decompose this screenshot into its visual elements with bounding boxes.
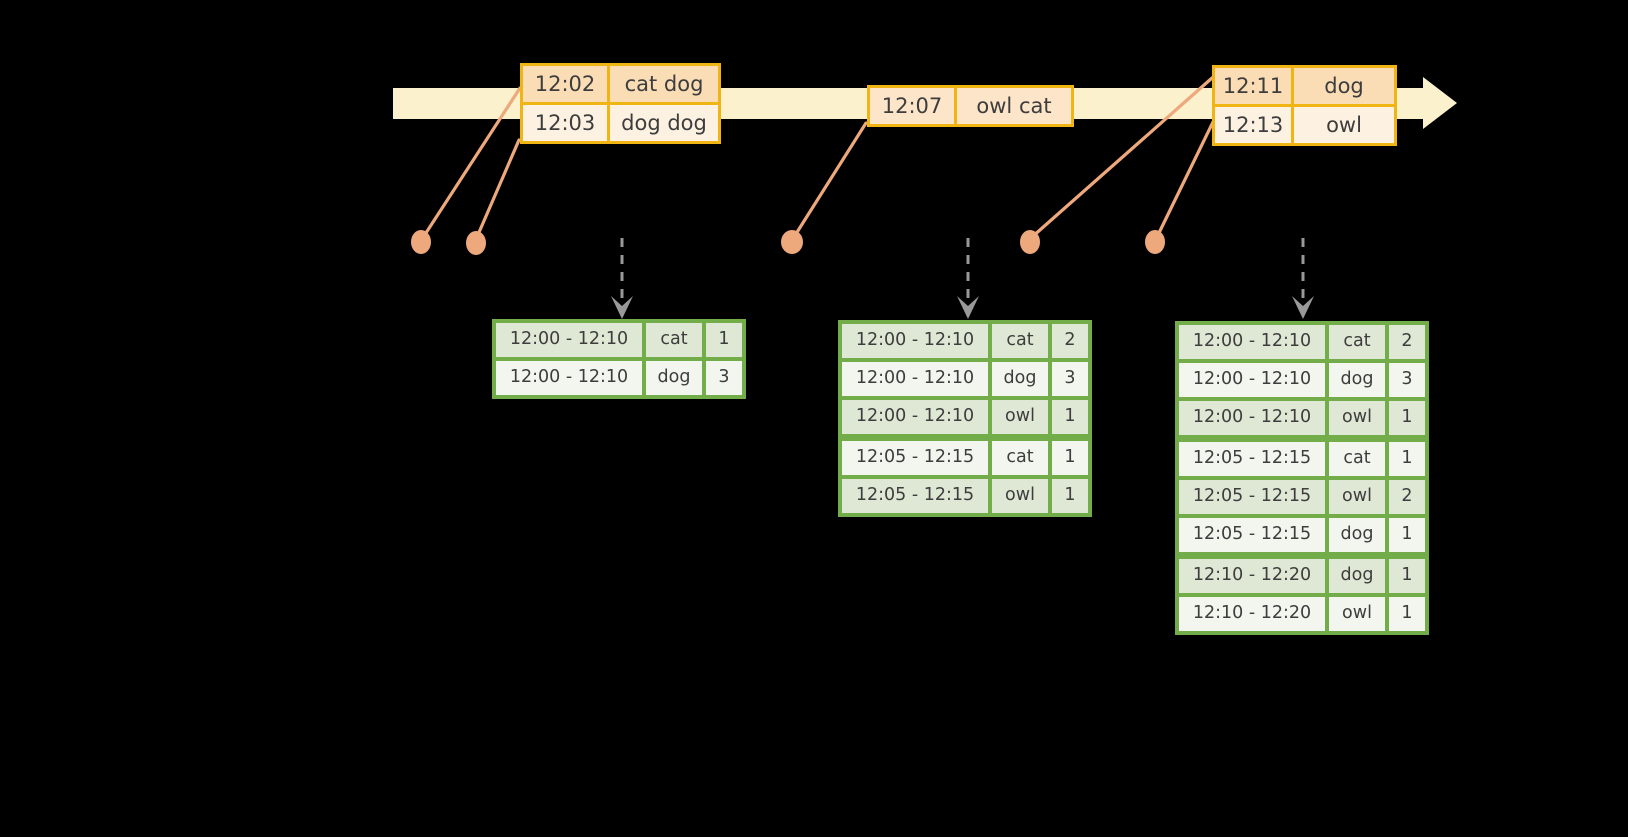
window-cell: 12:00 - 12:10 bbox=[842, 362, 988, 396]
window-cell: 12:10 - 12:20 bbox=[1179, 559, 1325, 593]
connector-line bbox=[475, 138, 521, 239]
connector-line bbox=[1030, 76, 1214, 239]
window-cell: 12:00 - 12:10 bbox=[1179, 401, 1325, 435]
window-cell: 12:05 - 12:15 bbox=[1179, 518, 1325, 552]
trigger-arrow-head-icon bbox=[1292, 296, 1314, 319]
event-dot bbox=[411, 230, 431, 254]
window-cell: 12:05 - 12:15 bbox=[842, 441, 988, 475]
count-cell: 3 bbox=[1389, 363, 1425, 397]
word-cell: cat bbox=[992, 441, 1048, 475]
result-row: 12:05 - 12:15 owl 1 bbox=[842, 479, 1088, 513]
result-table-3: 12:00 - 12:10 cat 2 12:00 - 12:10 dog 3 … bbox=[1175, 321, 1429, 635]
window-cell: 12:00 - 12:10 bbox=[496, 323, 642, 357]
event-row: 12:02 cat dog bbox=[523, 66, 718, 102]
count-cell: 1 bbox=[1052, 441, 1088, 475]
word-cell: cat bbox=[992, 324, 1048, 358]
event-dots bbox=[411, 230, 1165, 255]
window-cell: 12:05 - 12:15 bbox=[842, 479, 988, 513]
word-cell: dog bbox=[1329, 363, 1385, 397]
event-row: 12:11 dog bbox=[1215, 68, 1394, 104]
window-cell: 12:10 - 12:20 bbox=[1179, 597, 1325, 631]
event-table-1: 12:02 cat dog 12:03 dog dog bbox=[520, 63, 721, 144]
count-cell: 1 bbox=[1389, 559, 1425, 593]
count-cell: 2 bbox=[1389, 325, 1425, 359]
event-table-3: 12:11 dog 12:13 owl bbox=[1212, 65, 1397, 146]
result-row: 12:00 - 12:10 dog 3 bbox=[496, 361, 742, 395]
trigger-arrow-heads bbox=[611, 296, 1314, 319]
count-cell: 1 bbox=[1389, 518, 1425, 552]
word-cell: cat bbox=[646, 323, 702, 357]
word-cell: owl bbox=[992, 400, 1048, 434]
word-cell: dog bbox=[1329, 518, 1385, 552]
result-table-2: 12:00 - 12:10 cat 2 12:00 - 12:10 dog 3 … bbox=[838, 320, 1092, 517]
event-row: 12:13 owl bbox=[1215, 107, 1394, 143]
result-row: 12:00 - 12:10 cat 2 bbox=[842, 324, 1088, 358]
timeline-arrow-head-icon bbox=[1423, 77, 1457, 129]
trigger-arrows bbox=[620, 238, 1305, 300]
word-cell: cat bbox=[1329, 325, 1385, 359]
count-cell: 1 bbox=[1052, 479, 1088, 513]
result-row: 12:00 - 12:10 dog 3 bbox=[842, 362, 1088, 396]
event-dot bbox=[781, 230, 803, 254]
word-cell: dog bbox=[1329, 559, 1385, 593]
event-words: cat dog bbox=[610, 66, 718, 102]
event-words: owl cat bbox=[957, 88, 1071, 124]
event-dot bbox=[1020, 230, 1040, 254]
connector-lines bbox=[422, 76, 1215, 239]
count-cell: 2 bbox=[1389, 480, 1425, 514]
result-row: 12:00 - 12:10 dog 3 bbox=[1179, 363, 1425, 397]
event-words: dog bbox=[1294, 68, 1394, 104]
trigger-arrow-head-icon bbox=[611, 296, 633, 319]
result-row: 12:00 - 12:10 owl 1 bbox=[1179, 401, 1425, 435]
count-cell: 1 bbox=[1389, 401, 1425, 435]
result-row: 12:05 - 12:15 cat 1 bbox=[842, 441, 1088, 475]
window-cell: 12:00 - 12:10 bbox=[1179, 325, 1325, 359]
window-cell: 12:05 - 12:15 bbox=[1179, 442, 1325, 476]
result-row: 12:05 - 12:15 cat 1 bbox=[1179, 442, 1425, 476]
count-cell: 3 bbox=[706, 361, 742, 395]
count-cell: 1 bbox=[1052, 400, 1088, 434]
connector-line bbox=[792, 121, 868, 239]
window-cell: 12:00 - 12:10 bbox=[842, 400, 988, 434]
count-cell: 1 bbox=[1389, 442, 1425, 476]
window-cell: 12:00 - 12:10 bbox=[842, 324, 988, 358]
window-cell: 12:00 - 12:10 bbox=[1179, 363, 1325, 397]
window-cell: 12:05 - 12:15 bbox=[1179, 480, 1325, 514]
result-table-1: 12:00 - 12:10 cat 1 12:00 - 12:10 dog 3 bbox=[492, 319, 746, 399]
count-cell: 3 bbox=[1052, 362, 1088, 396]
event-dot bbox=[1145, 230, 1165, 254]
count-cell: 1 bbox=[706, 323, 742, 357]
word-cell: owl bbox=[1329, 401, 1385, 435]
connector-line bbox=[1155, 120, 1215, 239]
result-row: 12:05 - 12:15 owl 2 bbox=[1179, 480, 1425, 514]
event-dot bbox=[466, 231, 486, 255]
result-row: 12:00 - 12:10 cat 1 bbox=[496, 323, 742, 357]
result-row: 12:10 - 12:20 dog 1 bbox=[1179, 559, 1425, 593]
result-row: 12:05 - 12:15 dog 1 bbox=[1179, 518, 1425, 552]
event-time: 12:02 bbox=[523, 66, 607, 102]
event-time: 12:07 bbox=[870, 88, 954, 124]
event-words: owl bbox=[1294, 107, 1394, 143]
result-row: 12:00 - 12:10 owl 1 bbox=[842, 400, 1088, 434]
count-cell: 2 bbox=[1052, 324, 1088, 358]
word-cell: owl bbox=[1329, 480, 1385, 514]
event-time: 12:13 bbox=[1215, 107, 1291, 143]
window-cell: 12:00 - 12:10 bbox=[496, 361, 642, 395]
result-row: 12:00 - 12:10 cat 2 bbox=[1179, 325, 1425, 359]
event-time: 12:11 bbox=[1215, 68, 1291, 104]
event-row: 12:07 owl cat bbox=[870, 88, 1071, 124]
word-cell: owl bbox=[1329, 597, 1385, 631]
event-words: dog dog bbox=[610, 105, 718, 141]
word-cell: dog bbox=[992, 362, 1048, 396]
connector-line bbox=[422, 86, 522, 238]
event-row: 12:03 dog dog bbox=[523, 105, 718, 141]
count-cell: 1 bbox=[1389, 597, 1425, 631]
word-cell: dog bbox=[646, 361, 702, 395]
event-table-2: 12:07 owl cat bbox=[867, 85, 1074, 127]
result-row: 12:10 - 12:20 owl 1 bbox=[1179, 597, 1425, 631]
word-cell: cat bbox=[1329, 442, 1385, 476]
event-time: 12:03 bbox=[523, 105, 607, 141]
trigger-arrow-head-icon bbox=[957, 296, 979, 319]
word-cell: owl bbox=[992, 479, 1048, 513]
